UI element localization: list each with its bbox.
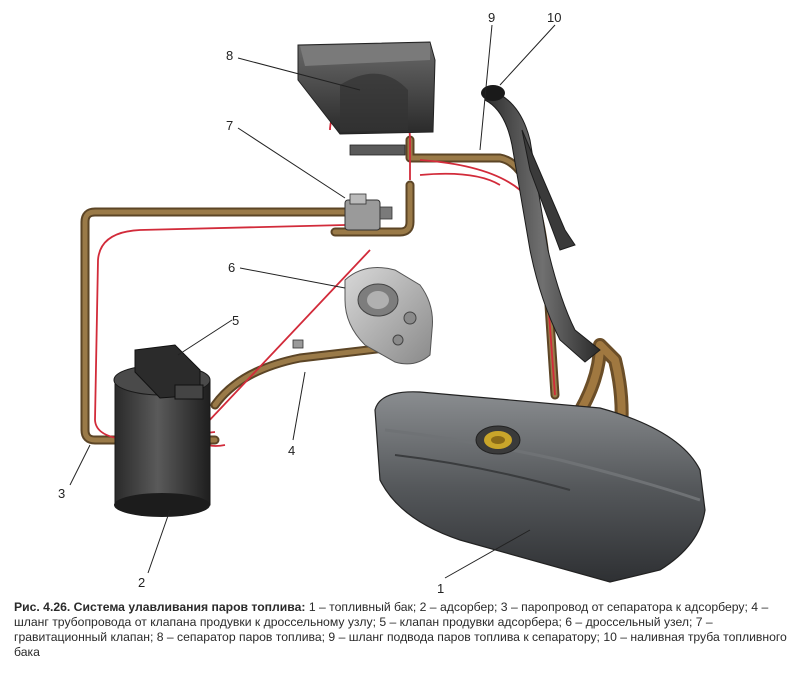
label-10: 10 xyxy=(547,10,561,25)
fuel-vapor-system-diagram: 1 2 3 4 5 6 7 8 9 10 xyxy=(58,10,706,596)
label-6: 6 xyxy=(228,260,235,275)
fuel-tank xyxy=(374,391,706,583)
figure-caption: Рис. 4.26. Система улавливания паров топ… xyxy=(14,600,790,660)
fuel-vapor-separator xyxy=(297,41,436,156)
leader-lines xyxy=(69,24,556,579)
purge-valve xyxy=(134,344,204,400)
hose-fitting xyxy=(292,339,304,349)
label-7: 7 xyxy=(226,118,233,133)
filler-pipe xyxy=(481,85,601,363)
gravity-valve xyxy=(344,193,393,231)
label-2: 2 xyxy=(138,575,145,590)
caption-title: Рис. 4.26. Система улавливания паров топ… xyxy=(14,600,306,614)
label-8: 8 xyxy=(226,48,233,63)
callout-labels: 1 2 3 4 5 6 7 8 9 10 xyxy=(58,10,561,596)
throttle-body xyxy=(344,267,433,365)
label-1: 1 xyxy=(437,581,444,596)
label-5: 5 xyxy=(232,313,239,328)
label-4: 4 xyxy=(288,443,295,458)
label-3: 3 xyxy=(58,486,65,501)
label-9: 9 xyxy=(488,10,495,25)
caption-text: 1 – топливный бак; 2 – адсорбер; 3 – пар… xyxy=(14,600,787,659)
